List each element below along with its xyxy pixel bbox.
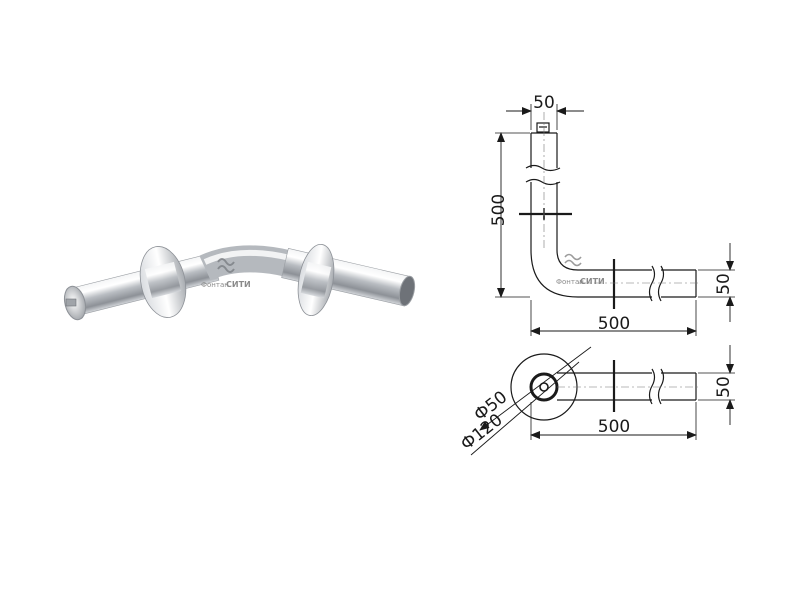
leader-phi50 xyxy=(479,346,592,431)
pipe-bend-highlight xyxy=(203,249,291,265)
dim-vertical-length: 500 xyxy=(489,194,509,226)
watermark-logo xyxy=(217,258,235,273)
break-line-upper xyxy=(525,164,561,172)
flange-circle xyxy=(510,353,578,421)
side-view-drawing xyxy=(495,104,735,336)
watermark-text-2: СИТИ xyxy=(226,280,251,289)
cap-nipple xyxy=(65,298,77,307)
drawing-watermark-text-1: Фонтан xyxy=(556,278,584,286)
dim-top-length: 500 xyxy=(598,417,630,437)
pipe-open-end xyxy=(398,275,416,307)
pipe-bend xyxy=(199,245,294,281)
break-line-h1 xyxy=(648,265,656,302)
bend-outer xyxy=(530,249,579,298)
drawing-watermark-logo xyxy=(564,253,582,267)
top-view-drawing xyxy=(470,345,735,456)
dim-horizontal-length: 500 xyxy=(598,314,630,334)
break-line-h2 xyxy=(657,265,665,302)
flange-right-collar xyxy=(300,261,332,299)
dim-top-pipe-diameter: 50 xyxy=(714,376,734,398)
break-line-lower xyxy=(525,178,561,186)
pipe-render: Фонтан СИТИ xyxy=(63,244,416,321)
leader-phi120 xyxy=(470,361,580,456)
flange-left-collar xyxy=(144,261,182,299)
dim-pipe-diameter: 50 xyxy=(714,273,734,295)
dim-top-width: 50 xyxy=(533,93,555,113)
bend-inner xyxy=(556,249,579,271)
pipe-circle xyxy=(529,372,559,402)
watermark-text-1: Фонтан xyxy=(201,281,229,289)
drawing-watermark-text-2: СИТИ xyxy=(580,277,605,286)
